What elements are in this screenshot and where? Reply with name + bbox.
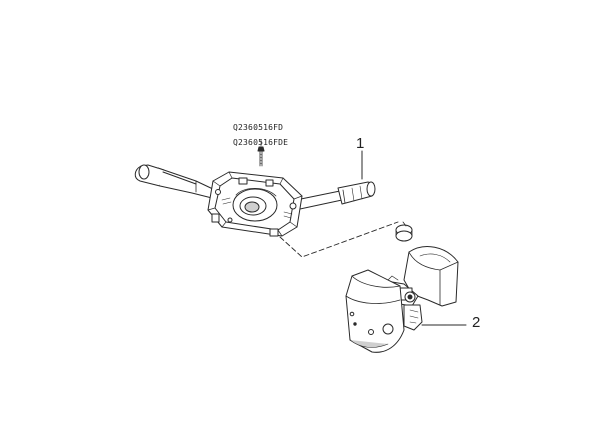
callout-number-1: 1 xyxy=(356,135,365,152)
mounting-screw xyxy=(257,139,265,167)
retaining-clip xyxy=(395,221,413,242)
callout-number-2: 2 xyxy=(472,314,481,331)
steering-column-shroud xyxy=(345,246,459,353)
upper-shroud xyxy=(403,246,459,307)
right-stalk xyxy=(295,181,376,210)
part-number-label-1: Q2360516FD xyxy=(233,123,284,132)
assembly-dashed-line xyxy=(279,221,399,258)
combination-switch-assembly xyxy=(134,139,376,237)
lower-shroud xyxy=(345,269,405,353)
left-stalk xyxy=(134,164,216,199)
part-number-label-2: Q2360516FDE xyxy=(233,138,289,147)
switch-housing xyxy=(207,171,303,237)
